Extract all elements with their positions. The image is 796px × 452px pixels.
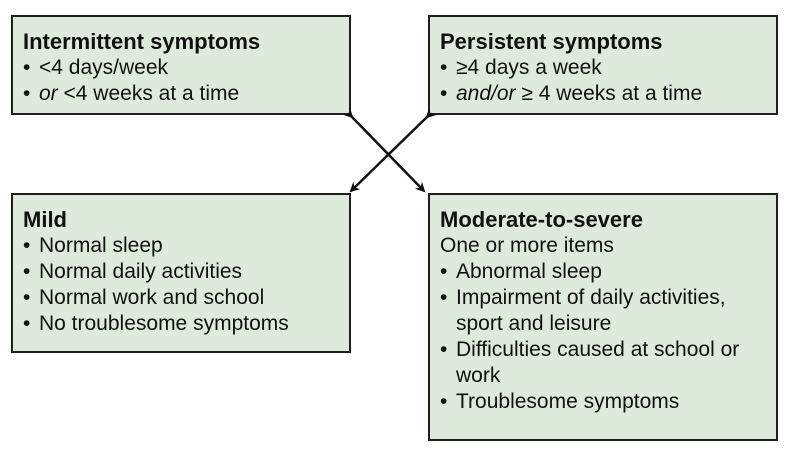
- bullet-icon: •: [440, 260, 448, 283]
- list-item: • <4 days/week: [23, 55, 339, 81]
- moderate-to-severe-box: Moderate-to-severe One or more items • A…: [428, 193, 778, 441]
- list-item: • Normal daily activities: [23, 259, 339, 285]
- list-item: • Normal work and school: [23, 285, 339, 311]
- intermittent-item-weeks-text: <4 weeks at a time: [57, 82, 240, 105]
- persistent-item-weeks-text: ≥ 4 weeks at a time: [515, 82, 703, 105]
- persistent-title: Persistent symptoms: [440, 29, 663, 54]
- bullet-icon: •: [440, 338, 448, 361]
- mild-item-work-school: Normal work and school: [39, 286, 265, 309]
- list-item: • ≥4 days a week: [440, 55, 766, 81]
- list-item: • Impairment of daily activities, sport …: [440, 285, 766, 337]
- mild-item-symptoms: No troublesome symptoms: [39, 312, 289, 335]
- bullet-icon: •: [440, 56, 448, 79]
- moderate-subtitle: One or more items: [440, 234, 614, 257]
- intermittent-title: Intermittent symptoms: [23, 29, 261, 54]
- intermittent-item-weeks: or <4 weeks at a time: [39, 81, 339, 107]
- intermittent-symptoms-box: Intermittent symptoms • <4 days/week • o…: [11, 15, 351, 115]
- moderate-item-sleep: Abnormal sleep: [456, 260, 602, 283]
- intermittent-item-weeks-prefix: or: [39, 82, 58, 105]
- bullet-icon: •: [23, 260, 31, 283]
- arrow-persistent-to-mild: [349, 107, 437, 193]
- list-item: • Normal sleep: [23, 233, 339, 259]
- bullet-icon: •: [23, 56, 31, 79]
- persistent-item-weeks: and/or ≥ 4 weeks at a time: [456, 81, 766, 107]
- moderate-item-school-work: Difficulties caused at school or work: [456, 338, 740, 387]
- bullet-icon: •: [23, 312, 31, 335]
- moderate-item-activities: Impairment of daily activities, sport an…: [456, 286, 726, 335]
- list-item: • Troublesome symptoms: [440, 389, 766, 415]
- persistent-symptoms-box: Persistent symptoms • ≥4 days a week • a…: [428, 15, 778, 115]
- persistent-item-days: ≥4 days a week: [456, 56, 602, 79]
- bullet-icon: •: [23, 234, 31, 257]
- list-item: • Abnormal sleep: [440, 259, 766, 285]
- list-item: • Difficulties caused at school or work: [440, 337, 766, 389]
- mild-box: Mild • Normal sleep • Normal daily activ…: [11, 193, 351, 353]
- bullet-icon: •: [440, 286, 448, 309]
- moderate-item-symptoms: Troublesome symptoms: [456, 390, 680, 413]
- mild-item-activities: Normal daily activities: [39, 260, 243, 283]
- mild-title: Mild: [23, 207, 67, 232]
- list-item: • or <4 weeks at a time: [23, 81, 339, 107]
- persistent-item-weeks-prefix: and/or: [456, 82, 516, 105]
- bullet-icon: •: [440, 82, 448, 105]
- moderate-title: Moderate-to-severe: [440, 207, 643, 232]
- bullet-icon: •: [23, 82, 31, 105]
- mild-item-sleep: Normal sleep: [39, 234, 163, 257]
- bullet-icon: •: [23, 286, 31, 309]
- list-item: • and/or ≥ 4 weeks at a time: [440, 81, 766, 107]
- bullet-icon: •: [440, 390, 448, 413]
- intermittent-item-days: <4 days/week: [39, 56, 168, 79]
- list-item: • No troublesome symptoms: [23, 311, 339, 337]
